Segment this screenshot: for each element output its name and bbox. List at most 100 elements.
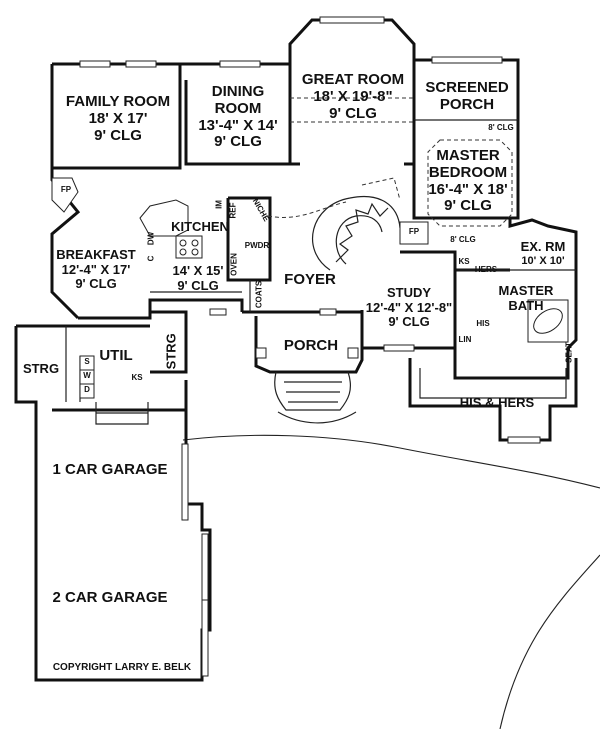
foyer-label: FOYER <box>278 271 342 289</box>
master-bath-name-2: BATH <box>508 297 544 313</box>
great-room-label: GREAT ROOM 18' X 19'-8" 9' CLG <box>296 71 410 122</box>
great-room-ceiling: 9' CLG <box>329 104 377 122</box>
im-label: IM <box>215 196 225 212</box>
porch-label: PORCH <box>276 337 346 355</box>
garage-door-1 <box>181 443 189 521</box>
ex-rm-walls <box>508 218 578 270</box>
kitchen-size: 14' X 15' <box>172 263 224 278</box>
ex-rm-size: 10' X 10' <box>521 254 565 267</box>
master-bedroom-name-2: BEDROOM <box>428 163 508 181</box>
screened-porch-name-1: SCREENED <box>425 79 509 96</box>
master-bath-label: MASTER BATH <box>498 283 554 313</box>
window-porch-foyer-l <box>209 308 227 316</box>
ex-rm-name: EX. RM <box>520 239 566 254</box>
family-room-label: FAMILY ROOM 18' X 17' 9' CLG <box>60 93 176 144</box>
great-room-size: 18' X 19'-8" <box>313 87 393 105</box>
copyright-label: COPYRIGHT LARRY E. BELK <box>42 662 202 673</box>
fp-master-label: FP <box>402 227 426 237</box>
dryer-box <box>79 383 95 399</box>
fp-family-text: FP <box>60 185 72 194</box>
breakfast-ceiling: 9' CLG <box>75 276 117 292</box>
porch-steps <box>274 371 352 411</box>
breakfast-label: BREAKFAST 12'-4" X 17' 9' CLG <box>46 247 146 292</box>
driveway-curve-top <box>182 434 600 489</box>
cooktop <box>175 235 203 259</box>
family-room-size: 18' X 17' <box>88 109 148 127</box>
family-room-ceiling: 9' CLG <box>94 126 142 144</box>
fp-family-label: FP <box>58 185 74 195</box>
ref-label: REF <box>228 200 239 220</box>
garage-2-name: 2 CAR GARAGE <box>52 589 168 606</box>
dining-room-name-2: ROOM <box>214 99 262 117</box>
study-label: STUDY 12'-4" X 12'-8" 9' CLG <box>364 285 454 330</box>
window-dining <box>219 60 261 68</box>
his-hers-label: HIS & HERS <box>452 395 542 411</box>
strg-left-label: STRG <box>20 361 62 377</box>
strg-right-label: STRG <box>164 331 180 371</box>
kitchen-ceiling: 9' CLG <box>177 277 219 293</box>
kitchen-island <box>139 199 189 237</box>
ks-util-label: KS <box>128 373 146 383</box>
strg-left-name: STRG <box>22 361 60 376</box>
garage-1-label: 1 CAR GARAGE <box>40 461 180 479</box>
garage-1-name: 1 CAR GARAGE <box>52 461 168 478</box>
dw-text: DW <box>146 231 156 246</box>
stair-treads <box>335 202 389 263</box>
breakfast-name: BREAKFAST <box>56 247 136 262</box>
clg-master-label: 8' CLG <box>448 235 478 245</box>
stair-landing-line <box>267 201 347 218</box>
window-porch-foyer-r <box>319 308 337 316</box>
dining-room-name-1: DINING <box>211 83 265 100</box>
seat-label: SEAT <box>565 340 575 364</box>
his-label: HIS <box>474 319 492 329</box>
d-label: D <box>82 385 92 395</box>
s-text: S <box>84 357 90 366</box>
his-hers-shelving <box>419 368 567 399</box>
pwdr-label: PWDR <box>244 241 270 251</box>
study-name: STUDY <box>386 285 432 300</box>
copyright-text: COPYRIGHT LARRY E. BELK <box>52 662 192 673</box>
fireplace-family <box>51 177 79 213</box>
clg-screened-text: 8' CLG <box>488 123 514 132</box>
pwdr-text: PWDR <box>244 241 270 250</box>
burner-4 <box>191 248 199 256</box>
window-screened <box>431 56 503 64</box>
screened-porch-name-2: PORCH <box>439 95 495 113</box>
master-bedroom-ceiling: 9' CLG <box>444 197 492 215</box>
hers-label: HERS <box>474 265 498 275</box>
window-family-1 <box>79 60 111 68</box>
garage-door-3 <box>201 599 209 677</box>
great-room-name: GREAT ROOM <box>301 71 405 88</box>
kitchen-size-label: 14' X 15' 9' CLG <box>168 263 228 293</box>
master-bedroom-name-1: MASTER <box>436 147 500 164</box>
ex-rm-label: EX. RM 10' X 10' <box>516 239 570 267</box>
pwdr-walls <box>226 196 272 282</box>
family-room-name: FAMILY ROOM <box>65 93 171 110</box>
master-bedroom-label: MASTER BEDROOM 16'-4" X 18' 9' CLG <box>420 147 516 215</box>
screened-porch-label: SCREENED PORCH <box>418 79 516 114</box>
garage-2-label: 2 CAR GARAGE <box>40 589 180 607</box>
porch-column-right <box>347 347 359 359</box>
stair-dashed <box>361 177 401 201</box>
coats-label: COATS <box>254 280 265 309</box>
walkway-curve <box>277 411 357 424</box>
fp-master-text: FP <box>408 227 420 236</box>
s-label: S <box>82 357 92 367</box>
coats-text: COATS <box>254 280 264 309</box>
d-text: D <box>84 385 90 394</box>
ks-master-text: KS <box>458 257 470 266</box>
c-text: C <box>146 255 156 262</box>
w-label: W <box>82 371 92 381</box>
kitchen-name: KITCHEN <box>171 219 229 234</box>
master-bedroom-walls <box>412 120 520 220</box>
burner-1 <box>179 239 187 247</box>
lin-text: LIN <box>458 335 472 344</box>
clg-screened-label: 8' CLG <box>486 123 516 133</box>
ref-text: REF <box>228 202 238 219</box>
ks-util-text: KS <box>131 373 143 382</box>
study-ceiling: 9' CLG <box>388 314 430 330</box>
util-name: UTIL <box>99 347 133 364</box>
window-family-2 <box>125 60 157 68</box>
breakfast-size: 12'-4" X 17' <box>61 261 131 277</box>
